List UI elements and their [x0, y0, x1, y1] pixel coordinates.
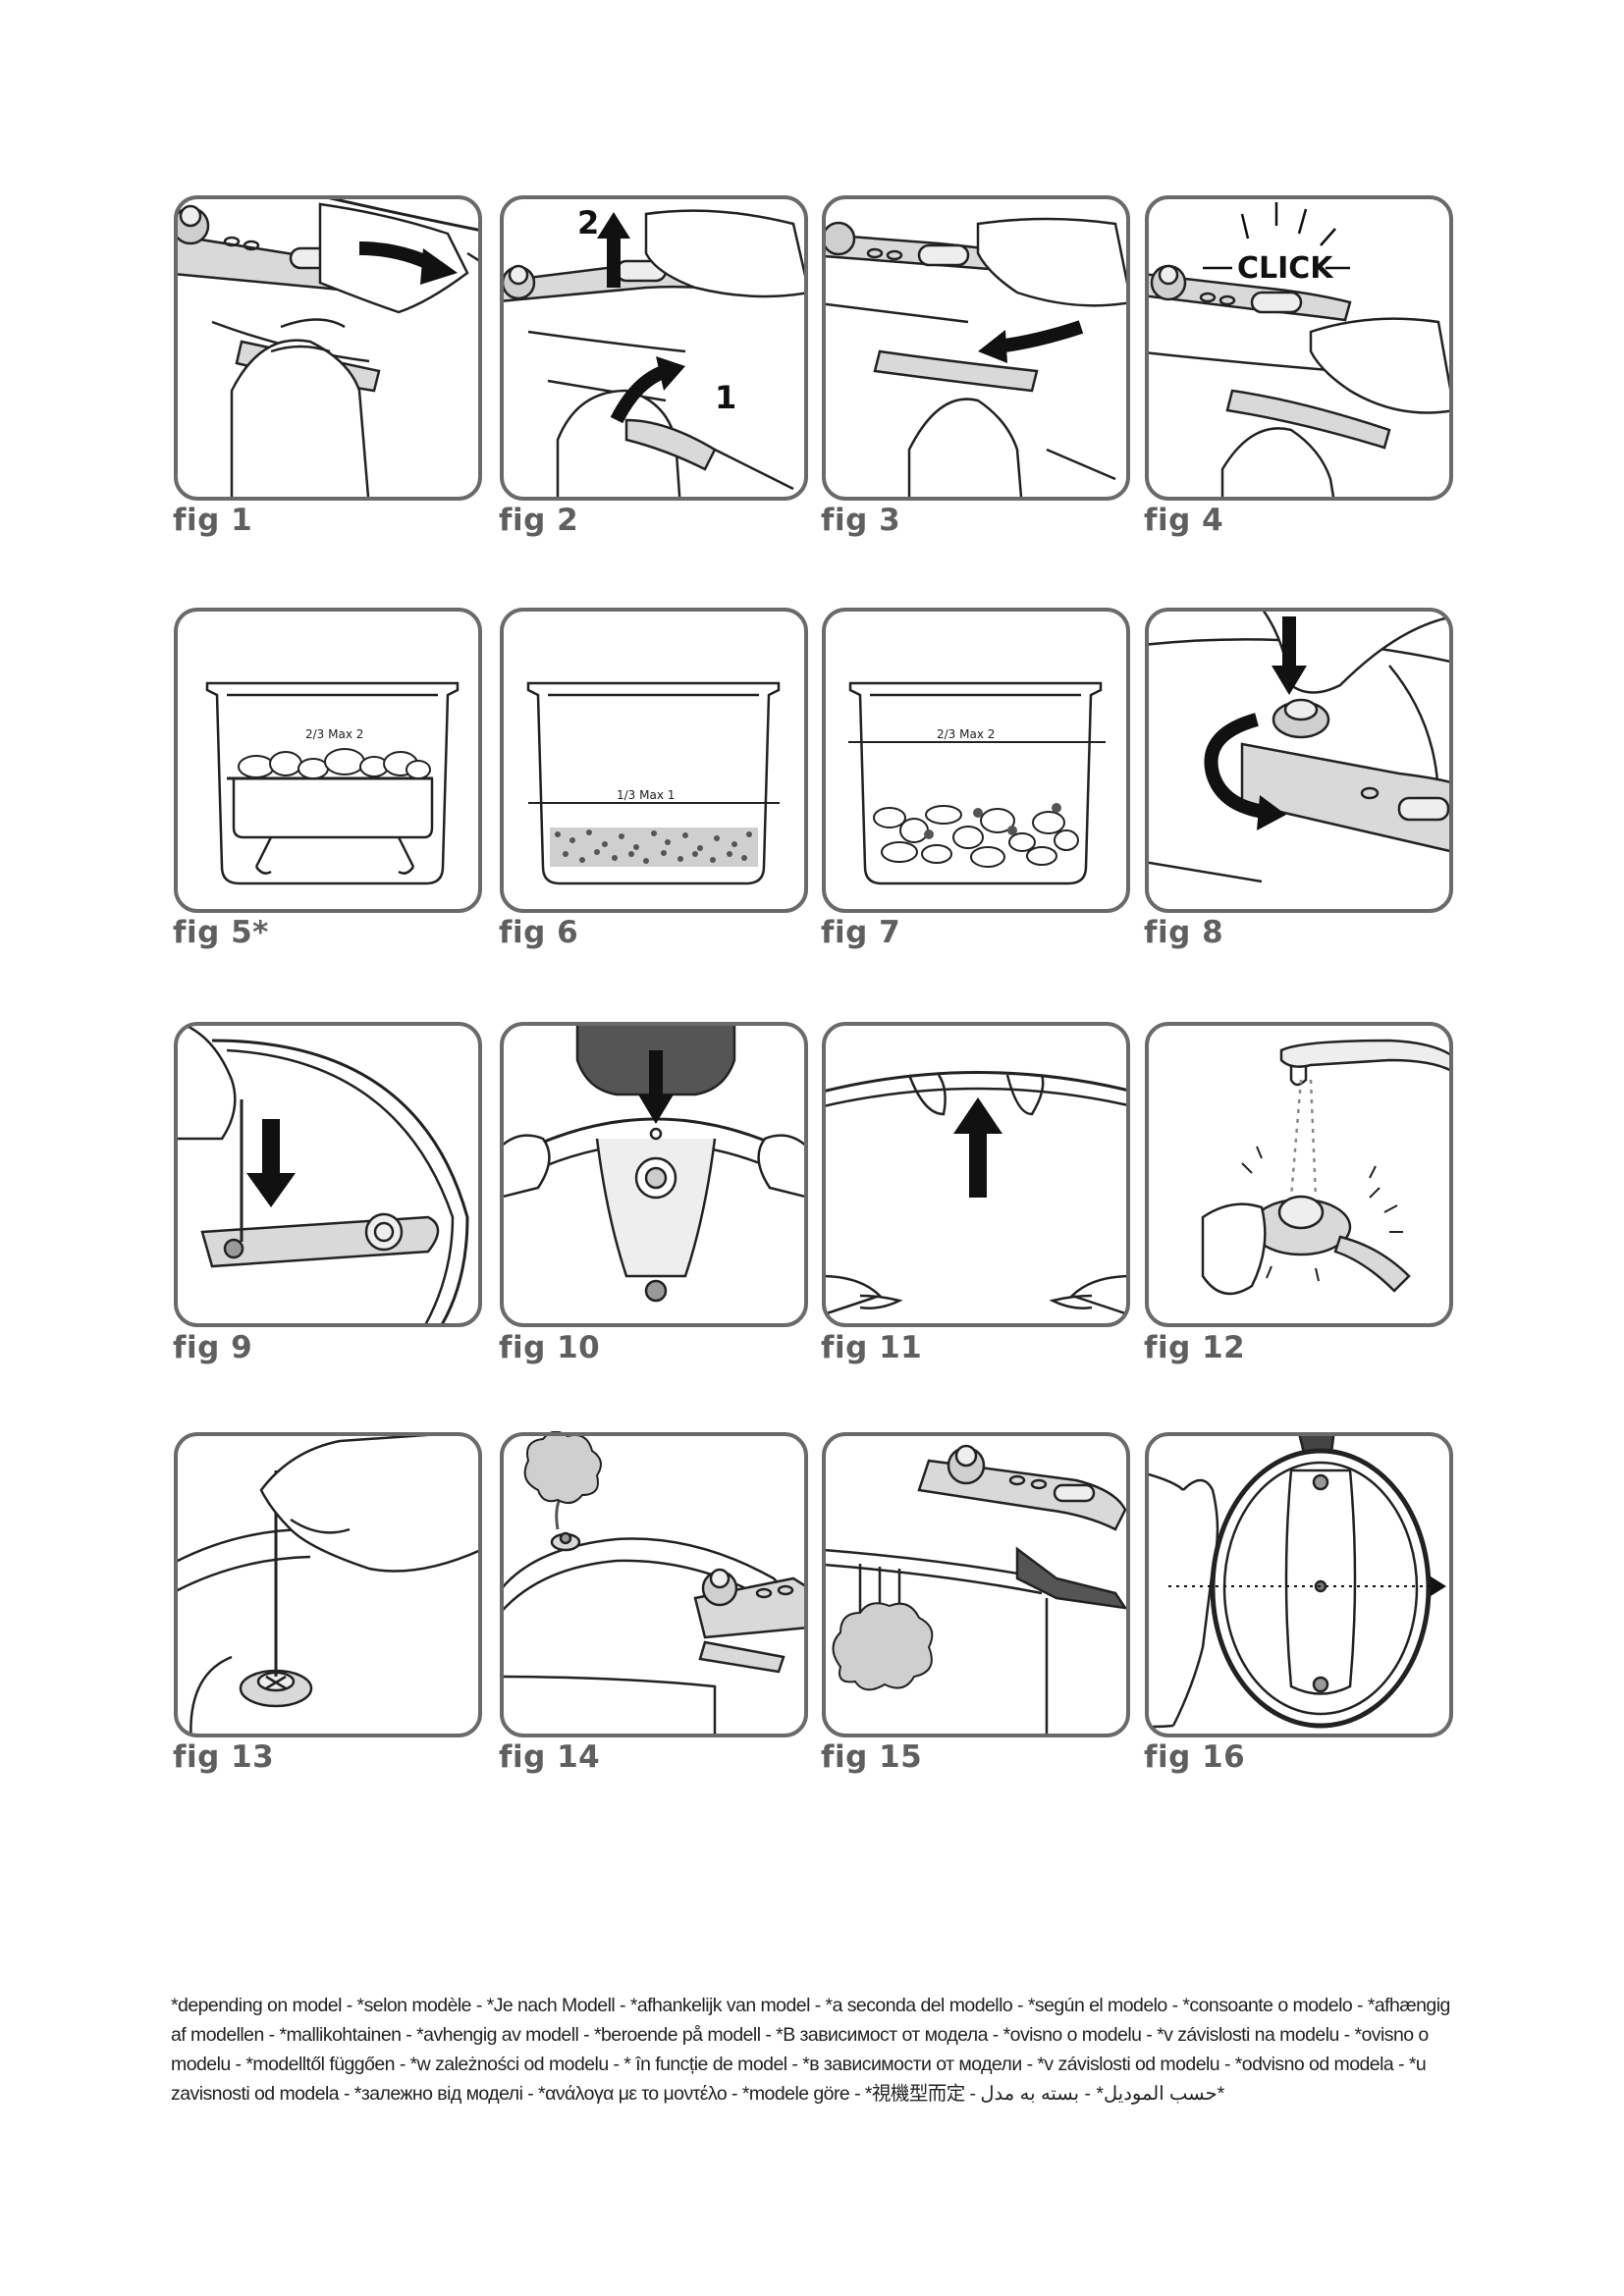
- figure-15-illustration: [821, 1431, 1131, 1738]
- figure-7-level-label: 2/3 Max 2: [937, 727, 995, 741]
- figure-9-caption: fig 9: [173, 1330, 252, 1365]
- figure-13-illustration: [173, 1431, 483, 1738]
- figure-13-caption: fig 13: [173, 1739, 274, 1775]
- figure-15-caption: fig 15: [821, 1739, 922, 1775]
- figure-1-illustration: [173, 194, 483, 502]
- figure-14-caption: fig 14: [499, 1739, 600, 1775]
- figure-3-caption: fig 3: [821, 503, 900, 538]
- figure-8-illustration: [1144, 607, 1454, 914]
- model-variation-footnote: *depending on model - *selon modèle - *J…: [171, 1991, 1457, 2109]
- figure-4-caption: fig 4: [1144, 503, 1223, 538]
- figure-8-caption: fig 8: [1144, 915, 1223, 950]
- figure-12-illustration: [1144, 1021, 1454, 1328]
- figure-2-caption: fig 2: [499, 503, 578, 538]
- figure-3-illustration: [821, 194, 1131, 502]
- figure-6-level-label: 1/3 Max 1: [617, 788, 675, 802]
- figure-5-caption: fig 5*: [173, 915, 269, 950]
- figure-14-illustration: [499, 1431, 809, 1738]
- figure-1-caption: fig 1: [173, 503, 252, 538]
- figure-7-caption: fig 7: [821, 915, 900, 950]
- figure-5-level-label: 2/3 Max 2: [305, 727, 363, 741]
- figure-16-caption: fig 16: [1144, 1739, 1245, 1775]
- figure-2-illustration: 2 1: [499, 194, 809, 502]
- figure-2-step-2-label: 2: [577, 204, 599, 241]
- figure-12-caption: fig 12: [1144, 1330, 1245, 1365]
- figure-16-illustration: [1144, 1431, 1454, 1738]
- figure-10-caption: fig 10: [499, 1330, 600, 1365]
- figure-10-illustration: [499, 1021, 809, 1328]
- figure-4-illustration: CLICK: [1144, 194, 1454, 502]
- figure-9-illustration: [173, 1021, 483, 1328]
- figure-11-illustration: [821, 1021, 1131, 1328]
- figure-7-illustration: 2/3 Max 2: [821, 607, 1131, 914]
- figure-2-step-1-label: 1: [715, 379, 736, 416]
- figure-6-caption: fig 6: [499, 915, 578, 950]
- figure-6-illustration: 1/3 Max 1: [499, 607, 809, 914]
- figure-4-click-label: CLICK: [1237, 251, 1334, 286]
- figure-5-illustration: 2/3 Max 2: [173, 607, 483, 914]
- figure-11-caption: fig 11: [821, 1330, 922, 1365]
